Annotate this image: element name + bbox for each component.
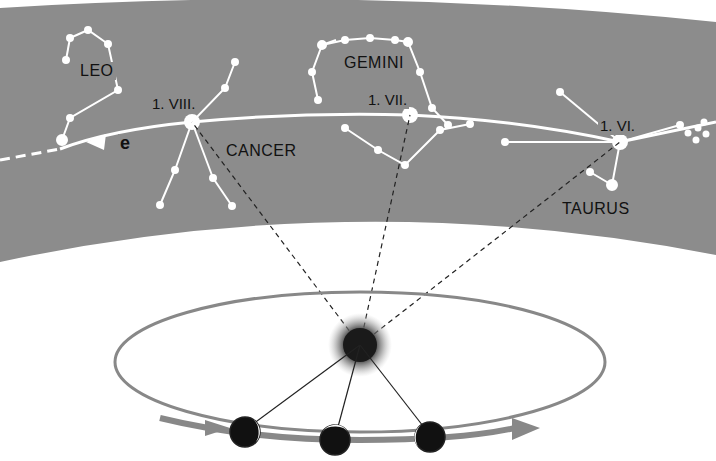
constellation-name: TAURUS [560, 200, 632, 218]
ecliptic-label: e [118, 134, 132, 154]
date-label: 1. VIII. [150, 96, 197, 113]
date-label: 1. VI. [598, 118, 637, 135]
date-label: 1. VII. [366, 92, 409, 109]
constellation-name: GEMINI [342, 54, 406, 72]
constellation-name: LEO [78, 62, 116, 80]
constellation-name: CANCER [224, 142, 299, 160]
